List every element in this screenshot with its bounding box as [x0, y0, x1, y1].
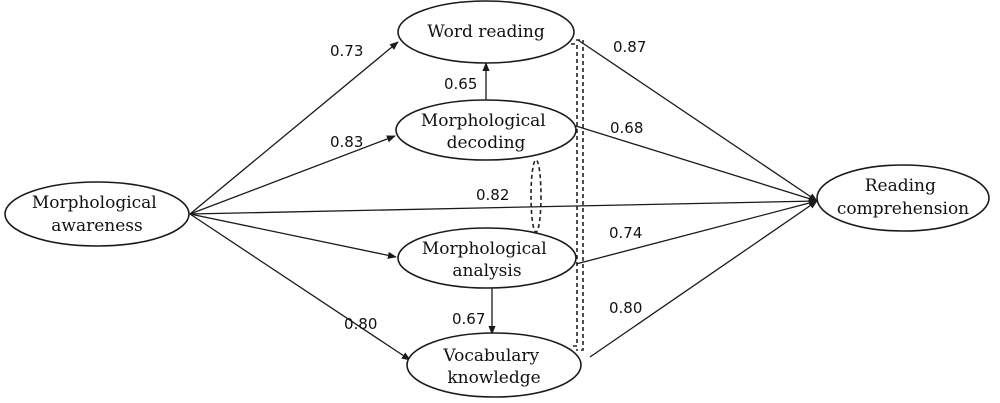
node-morphological-decoding: Morphological decoding	[395, 99, 577, 161]
coef-decoding-comprehension: 0.68	[610, 119, 643, 137]
edge-awareness-vocabulary	[189, 213, 411, 361]
coef-analysis-comprehension: 0.74	[609, 224, 642, 242]
node-label-line: Morphological	[32, 193, 157, 213]
node-label-line: awareness	[51, 216, 142, 236]
edge-decoding-comprehension	[575, 125, 818, 203]
node-label-line: comprehension	[837, 199, 969, 219]
edge-word-reading-comprehension	[577, 39, 818, 202]
node-label-line: Vocabulary	[442, 346, 539, 366]
coef-awareness-vocabulary: 0.80	[344, 315, 377, 333]
coef-awareness-word-reading: 0.73	[330, 42, 363, 60]
svg-text:Morphological awareness: Morphological awareness	[32, 193, 162, 236]
node-label-line: knowledge	[447, 368, 540, 388]
coef-vocabulary-comprehension: 0.80	[609, 299, 642, 317]
node-reading-comprehension: Reading comprehension	[816, 164, 990, 232]
edge-analysis-comprehension	[575, 199, 818, 265]
coef-word-reading-comprehension: 0.87	[613, 38, 646, 56]
correlation-decoding-analysis	[530, 159, 542, 233]
node-morphological-awareness: Morphological awareness	[4, 181, 190, 247]
svg-text:Vocabulary knowledge: Vocabulary knowledge	[442, 346, 544, 388]
edge-awareness-analysis	[189, 213, 397, 259]
svg-text:Reading comprehension: Reading comprehension	[837, 176, 969, 219]
edge-vocabulary-comprehension	[589, 200, 818, 358]
svg-text:Morphological analysis: Morphological analysis	[422, 239, 552, 281]
node-word-reading: Word reading	[397, 0, 575, 64]
edge-awareness-comprehension	[189, 197, 818, 215]
coef-awareness-comprehension: 0.82	[476, 186, 509, 204]
edge-awareness-decoding	[189, 135, 396, 215]
node-morphological-analysis: Morphological analysis	[397, 227, 577, 289]
node-label-line: Reading	[865, 176, 936, 196]
coef-decoding-word-reading: 0.65	[444, 75, 477, 93]
coef-awareness-decoding: 0.83	[330, 133, 363, 151]
node-label-line: Morphological	[422, 239, 547, 259]
edge-awareness-word-reading	[189, 41, 399, 215]
node-label-line: decoding	[447, 133, 526, 153]
node-label-line: Word reading	[427, 22, 545, 42]
svg-text:Word reading: Word reading	[427, 22, 545, 42]
correlation-word-reading-vocabulary-outer	[576, 39, 584, 351]
node-vocabulary-knowledge: Vocabulary knowledge	[406, 332, 582, 398]
coef-analysis-vocabulary: 0.67	[452, 310, 485, 328]
node-label-line: analysis	[452, 261, 521, 281]
node-label-line: Morphological	[421, 111, 546, 131]
svg-text:Morphological decoding: Morphological decoding	[421, 111, 551, 153]
correlation-word-reading-vocabulary-inner	[571, 43, 578, 347]
